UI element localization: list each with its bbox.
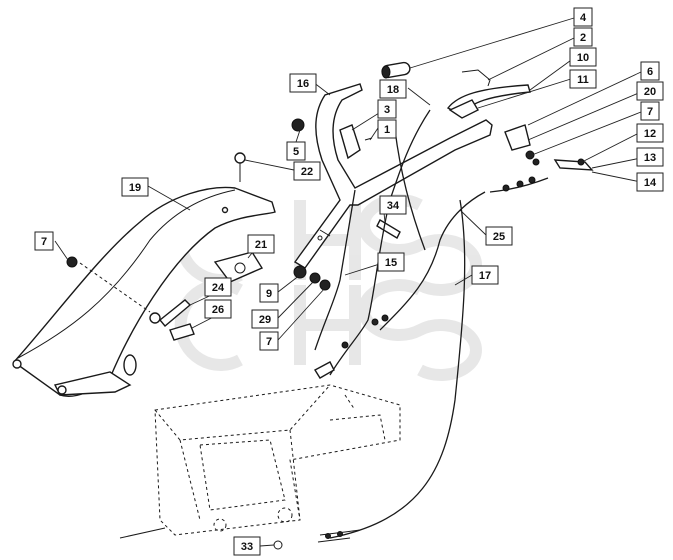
callout-22: 22: [293, 161, 321, 181]
callout-24: 24: [204, 277, 232, 297]
callout-6: 6: [640, 61, 660, 81]
callout-7-left: 7: [34, 231, 54, 251]
callout-26: 26: [204, 299, 232, 319]
svg-text:19: 19: [129, 182, 141, 194]
callout-19: 19: [121, 177, 149, 197]
transmission-housing: [119, 384, 401, 539]
callout-25: 25: [485, 226, 513, 246]
bracket-plate: [213, 251, 264, 283]
svg-text:2: 2: [580, 32, 586, 44]
callout-20: 20: [636, 81, 664, 101]
handlebar: [293, 83, 493, 269]
svg-text:24: 24: [212, 282, 225, 294]
callout-12: 12: [636, 123, 664, 143]
svg-text:12: 12: [644, 128, 656, 140]
svg-text:15: 15: [385, 257, 397, 269]
callout-14: 14: [636, 172, 664, 192]
svg-text:34: 34: [387, 200, 400, 212]
callout-16: 16: [289, 73, 317, 93]
svg-text:6: 6: [647, 66, 653, 78]
svg-text:10: 10: [577, 52, 589, 64]
mudguard: [12, 186, 276, 397]
svg-text:13: 13: [644, 152, 656, 164]
callout-5: 5: [286, 141, 306, 161]
callout-4: 4: [573, 7, 593, 27]
callout-2: 2: [573, 27, 593, 47]
callout-7-top: 7: [640, 101, 660, 121]
svg-text:33: 33: [241, 541, 253, 553]
svg-text:14: 14: [644, 177, 657, 189]
svg-text:7: 7: [266, 336, 272, 348]
cables: [314, 109, 549, 543]
svg-text:7: 7: [647, 106, 653, 118]
svg-text:17: 17: [479, 270, 491, 282]
callout-15: 15: [377, 252, 405, 272]
callout-29: 29: [251, 309, 279, 329]
svg-text:7: 7: [41, 236, 47, 248]
svg-text:22: 22: [301, 166, 313, 178]
control-lever: [446, 84, 531, 119]
svg-text:18: 18: [387, 84, 399, 96]
svg-text:26: 26: [212, 304, 224, 316]
svg-text:21: 21: [255, 239, 267, 251]
svg-text:29: 29: [259, 314, 271, 326]
svg-text:5: 5: [293, 146, 299, 158]
callouts: 4 2 10 6 11 16 18 20 3 7 1 12 5 13 22 14…: [34, 7, 664, 556]
hand-grip: [381, 61, 411, 79]
callout-33: 33: [233, 536, 261, 556]
svg-text:25: 25: [493, 231, 505, 243]
reference-dashline: [79, 262, 151, 313]
callout-9: 9: [259, 283, 279, 303]
callout-3: 3: [377, 99, 397, 119]
callout-13: 13: [636, 147, 664, 167]
callout-18: 18: [379, 79, 407, 99]
callout-11: 11: [569, 69, 597, 89]
svg-text:11: 11: [577, 74, 589, 86]
callout-1: 1: [377, 119, 397, 139]
callout-34: 34: [379, 195, 407, 215]
svg-text:9: 9: [266, 288, 272, 300]
svg-text:1: 1: [384, 124, 390, 136]
svg-text:16: 16: [297, 78, 309, 90]
callout-10: 10: [569, 47, 597, 67]
callout-7-bottom: 7: [259, 331, 279, 351]
callout-17: 17: [471, 265, 499, 285]
callout-21: 21: [247, 234, 275, 254]
svg-text:4: 4: [580, 12, 587, 24]
svg-text:3: 3: [384, 104, 390, 116]
svg-text:20: 20: [644, 86, 656, 98]
